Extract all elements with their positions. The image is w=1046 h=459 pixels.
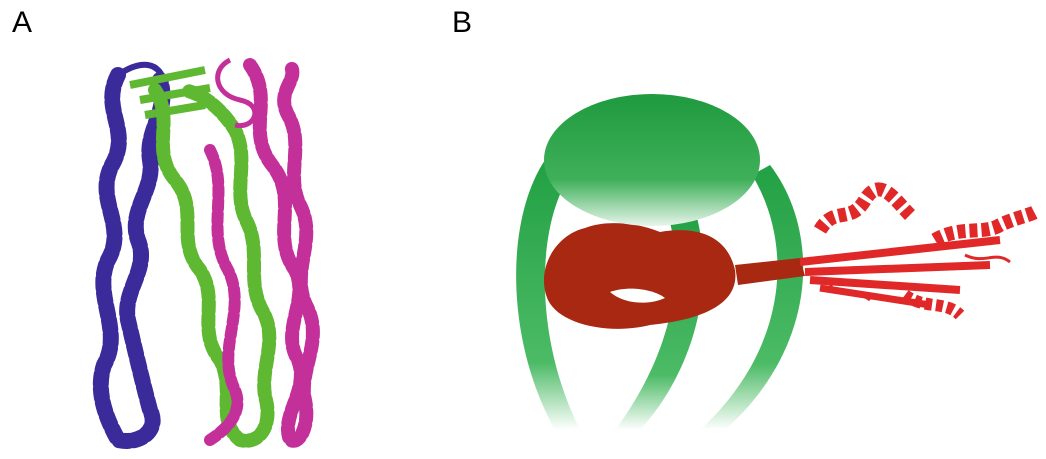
domain-helix-right xyxy=(935,212,1035,240)
green-chain-helix xyxy=(155,90,269,441)
domain-sheet-2 xyxy=(805,265,990,272)
panel-a-structure xyxy=(101,60,313,441)
cage-cap xyxy=(544,94,760,226)
domain-helix-top xyxy=(820,189,910,230)
domain-sheet-1 xyxy=(800,240,1000,262)
attached-domain xyxy=(800,189,1035,315)
core-body xyxy=(544,223,735,329)
domain-helix-bottom xyxy=(905,295,960,315)
panel-b-diagram xyxy=(516,94,1035,430)
blue-chain-helix xyxy=(101,75,163,441)
green-chain-sheet xyxy=(130,70,210,115)
